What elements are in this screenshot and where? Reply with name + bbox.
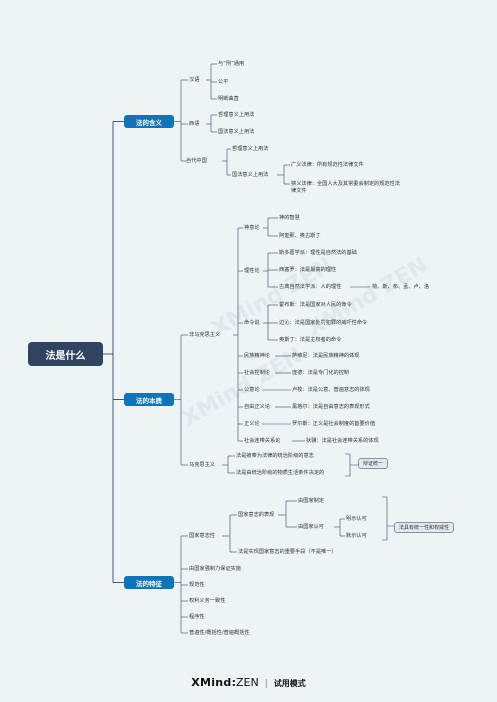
node-command[interactable]: 命令说 bbox=[244, 320, 260, 326]
node-modern-2[interactable]: 国法意义上用法 bbox=[232, 172, 269, 178]
node-made[interactable]: 由国家制定 bbox=[298, 498, 324, 504]
node-feature-2[interactable]: 规范性 bbox=[189, 582, 205, 588]
node-divine-2[interactable]: 阿奎那、奥古斯丁 bbox=[279, 233, 321, 239]
node-marx-1[interactable]: 法是被奉为法律的统治阶级的意志 bbox=[236, 453, 314, 459]
node-feature-4[interactable]: 程序性 bbox=[189, 614, 205, 620]
node-state-norm[interactable]: 国家意志的表现 bbox=[238, 512, 275, 518]
node-modern[interactable]: 当代中国 bbox=[186, 158, 207, 164]
node-spirit-val[interactable]: 萨维尼：法是民族精神的体现 bbox=[292, 353, 360, 359]
node-non-marx[interactable]: 非马克思主义 bbox=[189, 332, 221, 338]
node-narrow[interactable]: 狭义法律：全国人大及其常委会制定的规范性法律文件 bbox=[291, 181, 400, 194]
node-justice-val[interactable]: 罗尔斯：正义是社会制度的首要价值 bbox=[292, 421, 376, 427]
node-solidarity-val[interactable]: 狄骥：法是社会连带关系的体现 bbox=[306, 438, 379, 444]
node-reason-3[interactable]: 古典自然法学派：人的理性 bbox=[279, 284, 342, 290]
node-reason-2[interactable]: 西塞罗：法是最高的理性 bbox=[279, 267, 337, 273]
summary-dialectic[interactable]: 辩证统一 bbox=[358, 458, 389, 469]
node-freedom-val[interactable]: 黑格尔：法是自由意志的表现形式 bbox=[292, 404, 370, 410]
node-reason[interactable]: 理性论 bbox=[244, 268, 260, 274]
node-implicit[interactable]: 默示认可 bbox=[346, 533, 367, 539]
node-chinese-1[interactable]: 与“刑”通用 bbox=[218, 61, 245, 67]
node-feature-1[interactable]: 由国家强制力保证实施 bbox=[189, 566, 241, 572]
footer-product: ZEN bbox=[236, 676, 259, 689]
topic-meaning[interactable]: 法的含义 bbox=[124, 115, 174, 128]
root-topic[interactable]: 法是什么 bbox=[28, 342, 103, 366]
node-western-2[interactable]: 国法意义上用法 bbox=[218, 129, 255, 135]
node-modern-1[interactable]: 哲理意义上用法 bbox=[232, 146, 269, 152]
node-western[interactable]: 西语 bbox=[189, 121, 200, 127]
node-chinese[interactable]: 汉语 bbox=[189, 77, 200, 83]
node-command-3[interactable]: 奥斯丁：法是主权者的命令 bbox=[279, 337, 342, 343]
node-recognized[interactable]: 由国家认可 bbox=[298, 524, 324, 530]
topic-essence[interactable]: 法的本质 bbox=[124, 393, 174, 406]
node-explicit[interactable]: 明示认可 bbox=[346, 516, 367, 522]
node-means[interactable]: 法是实现国家意志的重要手段（不是唯一） bbox=[238, 549, 337, 555]
node-reason-names[interactable]: 荷、斯、布、孟、卢、洛 bbox=[372, 284, 430, 290]
node-command-1[interactable]: 霍布斯：法是国家对人民的命令 bbox=[279, 302, 352, 308]
node-freedom[interactable]: 自由正义论 bbox=[244, 404, 270, 410]
node-spirit[interactable]: 民族精神论 bbox=[244, 353, 270, 359]
node-feature-3[interactable]: 权利义务一致性 bbox=[189, 598, 226, 604]
topic-features[interactable]: 法的特征 bbox=[124, 576, 174, 589]
node-chinese-3[interactable]: 明断曲直 bbox=[218, 96, 239, 102]
node-chinese-2[interactable]: 公平 bbox=[218, 79, 229, 85]
footer-brand: XMind bbox=[191, 676, 232, 689]
node-divine[interactable]: 神意论 bbox=[244, 225, 260, 231]
node-control-val[interactable]: 庞德：法是专门化的控制 bbox=[292, 370, 350, 376]
node-command-2[interactable]: 边沁：法是国家处罚犯罪的威吓性命令 bbox=[279, 320, 368, 326]
node-control[interactable]: 社会控制论 bbox=[244, 370, 270, 376]
node-marx-2[interactable]: 法是由统治阶级的物质生活条件决定的 bbox=[236, 470, 325, 476]
node-solidarity[interactable]: 社会连带关系论 bbox=[244, 438, 281, 444]
node-state-will[interactable]: 国家意志性 bbox=[189, 533, 215, 539]
node-western-1[interactable]: 哲理意义上用法 bbox=[218, 112, 255, 118]
summary-unique[interactable]: 法具有统一性和权威性 bbox=[394, 522, 455, 533]
node-reason-1[interactable]: 斯多葛学派：理性是自然法的基础 bbox=[279, 250, 357, 256]
node-marx[interactable]: 马克思主义 bbox=[189, 462, 215, 468]
connector-dialectic bbox=[345, 453, 358, 477]
node-justice[interactable]: 正义论 bbox=[244, 421, 260, 427]
connector-unique bbox=[382, 496, 394, 541]
node-broad[interactable]: 广义法律：所有规范性法律文件 bbox=[291, 162, 364, 168]
node-general-val[interactable]: 卢梭：法是公意、普遍意志的体现 bbox=[292, 387, 370, 393]
footer: XMind:ZEN|试用模式 bbox=[191, 676, 306, 689]
node-divine-1[interactable]: 神的智慧 bbox=[279, 215, 300, 221]
node-general[interactable]: 公意论 bbox=[244, 387, 260, 393]
footer-mode: 试用模式 bbox=[273, 679, 306, 688]
node-feature-5[interactable]: 普遍性/概括性/普遍概括性 bbox=[189, 630, 250, 636]
